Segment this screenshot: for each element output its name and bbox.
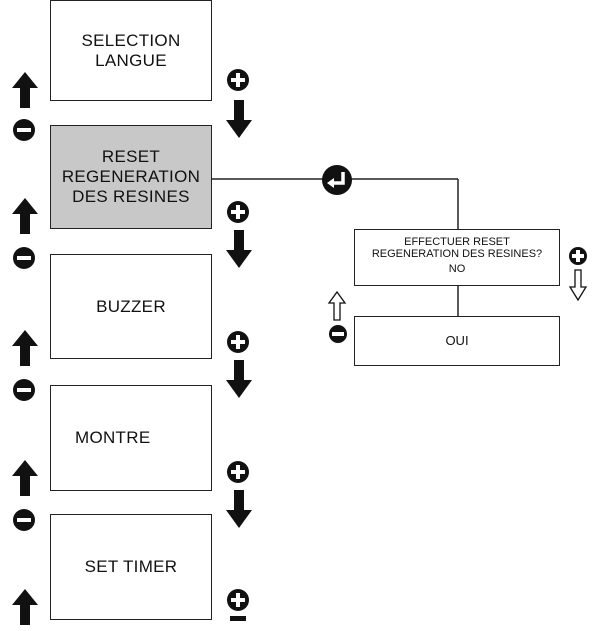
up-arrow-icon [12,589,38,625]
minus-circle-icon[interactable] [12,508,36,532]
option-oui-box[interactable]: OUI [354,316,560,366]
menu-item-montre[interactable]: MONTRE [50,385,212,491]
minus-circle-icon[interactable] [12,118,36,142]
menu-item-reset-regeneration[interactable]: RESET REGENERATION DES RESINES [50,125,212,229]
down-arrow-icon [226,490,252,528]
up-arrow-icon [12,198,38,234]
plus-circle-icon[interactable] [568,246,588,266]
minus-circle-icon[interactable] [12,378,36,402]
plus-circle-icon[interactable] [226,68,250,92]
option-oui-label: OUI [445,333,469,348]
menu-item-buzzer[interactable]: BUZZER [50,254,212,359]
menu-item-label: SELECTION LANGUE [81,30,181,70]
up-arrow-icon [12,330,38,366]
confirm-question: EFFECTUER RESET REGENERATION DES RESINES… [371,236,543,260]
plus-circle-icon[interactable] [226,588,250,612]
down-arrow-icon [226,100,252,138]
up-arrow-outline-icon [327,290,347,321]
minus-circle-icon[interactable] [12,246,36,270]
menu-item-set-timer[interactable]: SET TIMER [50,514,212,620]
up-arrow-icon [12,72,38,108]
minus-circle-icon[interactable] [328,324,348,344]
down-arrow-icon [226,360,252,398]
menu-item-label: RESET REGENERATION DES RESINES [61,147,201,206]
option-no-label: NO [448,263,466,275]
down-arrow-outline-icon [568,269,588,302]
minus-icon [230,616,246,621]
confirm-reset-box[interactable]: EFFECTUER RESET REGENERATION DES RESINES… [354,229,560,286]
down-arrow-icon [226,230,252,268]
menu-item-label: MONTRE [75,428,151,447]
menu-item-label: BUZZER [96,296,166,316]
plus-circle-icon[interactable] [226,460,250,484]
up-arrow-icon [12,460,38,496]
menu-item-label: SET TIMER [84,557,178,576]
menu-item-selection-langue[interactable]: SELECTION LANGUE [50,0,212,101]
plus-circle-icon[interactable] [226,330,250,354]
plus-circle-icon[interactable] [226,200,250,224]
enter-circle-icon[interactable] [321,164,353,196]
